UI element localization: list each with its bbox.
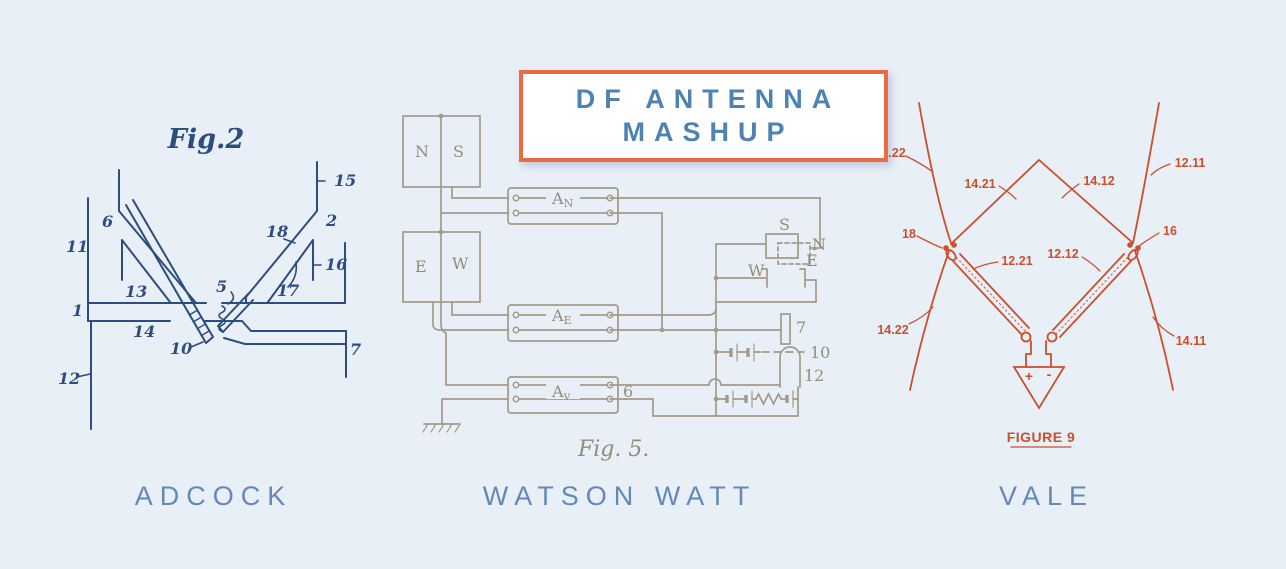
watson-loop-ns-left-label: N (415, 142, 429, 161)
adcock-label-12: 12 (58, 369, 80, 388)
vale-right-node (1127, 242, 1141, 262)
watson-crt-plates: S N W E (715, 215, 826, 303)
adcock-left-mast (118, 169, 197, 304)
caption-vale: VALE (998, 481, 1095, 511)
vale-left-tube (952, 253, 1032, 343)
watson-loop-ew-left-label: E (415, 257, 427, 276)
vale-right-antenna (1132, 102, 1160, 244)
watson-plate-n-label: N (812, 235, 826, 254)
svg-text:AN: AN (551, 189, 574, 210)
vale-label-12-12: 12.12 (1047, 247, 1078, 261)
svg-text:Av: Av (551, 382, 571, 403)
watson-amp-an: AN (507, 187, 619, 225)
title-line-1: DF ANTENNA (575, 84, 841, 114)
adcock-coil (218, 305, 226, 333)
vale-label-12-21: 12.21 (1001, 254, 1032, 268)
watson-amp-an-label: A (551, 189, 564, 208)
vale-left-lower-element (909, 250, 950, 391)
adcock-feeder-tube-long (125, 199, 214, 344)
watson-amp-ae: AE (507, 304, 619, 342)
watson-loop-ew-right-label: W (452, 254, 469, 273)
watson-label-7: 7 (796, 318, 806, 337)
vale-amplifier-triangle (1012, 366, 1066, 410)
vale-label-18: 18 (902, 227, 916, 241)
watson-amp-av: Av (507, 376, 619, 414)
vale-label-14-21: 14.21 (964, 177, 995, 191)
vale-diamond (950, 158, 1134, 245)
watson-amp-an-sub: N (564, 197, 574, 210)
adcock-figure: Fig.2 (58, 124, 361, 430)
svg-text:AE: AE (551, 306, 572, 327)
watson-plate-w-label: W (748, 261, 765, 280)
watson-battery-resistor-row (715, 390, 799, 408)
adcock-right-mast (245, 161, 318, 304)
vale-minus-sign: - (1047, 366, 1052, 382)
adcock-label-14: 14 (133, 322, 155, 341)
watson-label-12: 12 (804, 366, 824, 385)
adcock-label-7: 7 (350, 340, 361, 359)
watson-loop-ns-right-label: S (453, 142, 464, 161)
watson-ground-symbol (422, 423, 461, 433)
adcock-label-11: 11 (66, 237, 88, 256)
adcock-label-13: 13 (125, 282, 147, 301)
vale-label-14-12: 14.12 (1083, 174, 1114, 188)
adcock-label-18: 18 (266, 222, 288, 241)
watson-watt-figure: N S E W (402, 113, 830, 462)
vale-plus-sign: + (1025, 368, 1033, 384)
adcock-figure-title: Fig.2 (167, 124, 245, 155)
title-line-2: MASHUP (622, 117, 794, 147)
vale-left-antenna (918, 102, 952, 244)
vale-feed-stem (1025, 340, 1052, 368)
adcock-label-10: 10 (170, 339, 192, 358)
watson-amp-ae-label: A (551, 306, 564, 325)
vale-right-lower-element (1134, 250, 1174, 391)
vale-label-14-22: 14.22 (877, 323, 908, 337)
caption-watson-watt: WATSON WATT (482, 481, 757, 511)
caption-adcock: ADCOCK (134, 481, 293, 511)
watson-label-6: 6 (623, 382, 633, 401)
vale-label-22: .22 (888, 146, 905, 160)
vale-figure-title: FIGURE 9 (1007, 429, 1076, 445)
adcock-label-16: 16 (325, 255, 347, 274)
watson-figure-title: Fig. 5. (577, 437, 649, 462)
adcock-left-triangle (121, 239, 171, 303)
watson-amp-av-sub: v (563, 389, 571, 403)
vale-label-12-11: 12.11 (1175, 156, 1206, 170)
vale-left-node (943, 242, 957, 262)
adcock-label-17: 17 (277, 281, 299, 300)
watson-amp-av-label: A (551, 382, 564, 401)
vale-right-tube (1046, 253, 1132, 343)
watson-tube-12 (779, 346, 801, 388)
vale-label-16: 16 (1163, 224, 1177, 238)
watson-label-10: 10 (810, 343, 830, 362)
watson-amp-ae-sub: E (564, 314, 572, 327)
watson-component-7 (780, 313, 791, 345)
watson-battery-row-10 (715, 343, 805, 362)
adcock-label-1: 1 (72, 301, 83, 320)
title-box: DF ANTENNA MASHUP (519, 70, 888, 162)
adcock-right-triangle (267, 239, 314, 303)
watson-plate-e-label: E (806, 251, 818, 270)
adcock-label-15: 15 (334, 171, 356, 190)
adcock-label-5: 5 (216, 277, 227, 296)
vale-figure: + - .22 12.11 14.21 14.12 18 16 12.21 12… (877, 102, 1207, 448)
watson-plate-s-label: S (779, 215, 790, 234)
adcock-label-2: 2 (325, 211, 337, 230)
adcock-label-6: 6 (102, 212, 113, 231)
vale-label-14-11: 14.11 (1176, 334, 1207, 348)
